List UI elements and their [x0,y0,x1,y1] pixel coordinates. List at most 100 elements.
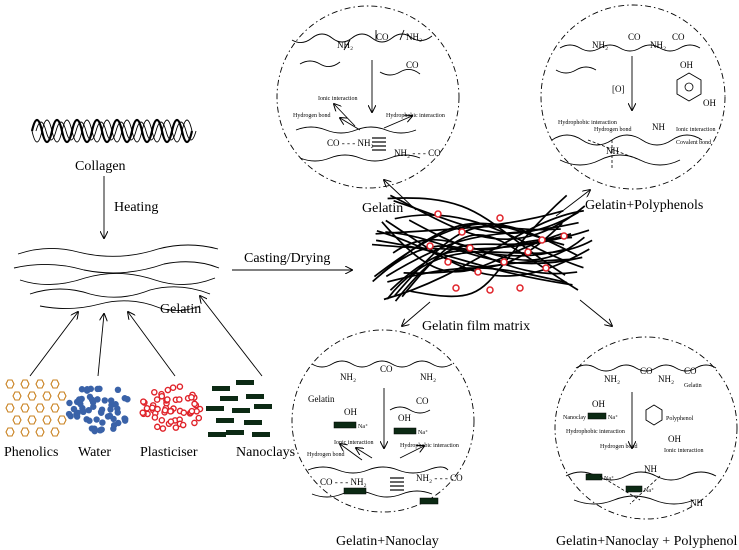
cb-hbond: Hydrogen bond [600,444,638,450]
phenolic-molecule [27,415,37,425]
nc-na-b: Na⁺ [418,429,428,436]
plasticiser-molecule [158,392,166,400]
panel-polyphenols-circle [540,4,726,190]
plasticiser-molecule [172,424,180,431]
water-molecule [114,405,121,412]
matrix-chain [375,210,564,235]
water-molecule [66,399,73,407]
plasticiser-molecule [191,419,198,427]
matrix-particle [452,284,460,292]
water-molecule [93,416,100,423]
phenolic-molecule [12,415,22,425]
nanoclay-platelet [236,380,254,385]
water-molecule [86,393,94,401]
water-molecule [94,396,101,403]
nanoclay-platelet [226,430,244,435]
nanoclays-label: Nanoclays [236,445,295,460]
pp-oh-b: OH [703,98,716,108]
water-molecule [114,386,122,394]
phenolic-molecule [5,427,15,437]
phenolic-molecule [5,403,15,413]
nanoclay-platelet [212,386,230,391]
collagen-triple-helix [30,118,197,144]
phenolic-molecule [50,427,60,437]
nc-oh-b: OH [398,413,411,423]
cb-nh-b: NH [690,498,703,508]
gel-nh2-co: NH₂ - - - CO [394,148,441,158]
heating-label: Heating [114,200,158,215]
nc-ionic: Ionic interaction [334,440,373,446]
nanoclay-platelet [232,408,250,413]
plasticiser-molecule [161,407,169,414]
water-molecule [78,386,86,393]
cb-oh-a: OH [592,399,605,409]
matrix-particle [500,258,508,266]
cb-nh2-b: NH₂ [658,374,674,384]
water-cluster [65,385,131,435]
plasticiser-molecule [195,414,203,422]
matrix-particle [486,286,494,294]
nanoclay-platelet [254,404,272,409]
plasticiser-molecule [159,425,167,432]
arrow-to-combined [579,299,612,326]
matrix-chain [387,197,566,276]
plasticiser-molecule [176,383,184,390]
water-molecule [79,406,86,414]
matrix-particle [524,248,532,256]
phenolics-arrow [29,312,78,377]
gel-nh2-b: NH₂ [406,32,422,42]
pp-phenol-ring [676,72,702,102]
matrix-chain [372,245,578,283]
cb-co-b: CO [684,366,697,376]
matrix-chain [375,239,573,286]
matrix-chain [394,214,584,269]
pp-ionic: Ionic interaction [676,127,715,133]
panel-gelatin: NH₂ CO NH₂ CO Ionic interaction Hydrogen… [276,5,460,189]
nc-co-b: CO [416,396,429,406]
plasticiser-molecule [143,404,151,412]
plasticiser-molecule [149,404,156,412]
water-molecule [121,395,128,402]
phenolic-molecule [35,379,45,389]
cb-gelatin: Gelatin [684,383,702,389]
matrix-particle [426,242,434,250]
plasticiser-molecule [151,414,159,421]
panel-gelatin-circle [276,5,460,189]
pp-co-a: CO [628,32,641,42]
phenolic-molecule [57,391,67,401]
film-matrix-network [371,194,593,302]
phenolic-molecule [57,415,67,425]
gel-hbond: Hydrogen bond [293,113,331,119]
phenolic-molecule [20,427,30,437]
matrix-particle [474,268,482,276]
plasticiser-molecule [176,396,183,403]
phenolic-molecule [42,415,52,425]
water-molecule [107,406,114,413]
panel-nanoclay-circle [291,329,475,513]
pp-hydrophobic: Hydrophobic interaction [558,120,617,126]
plasticiser-molecule [191,400,198,408]
nc-co-nh2: CO - - - NH₂ [320,477,367,487]
nc-co-a: CO [380,364,393,374]
matrix-chain [387,267,567,284]
pp-oxid: [O] [612,84,625,94]
phenolic-molecule [50,379,60,389]
plasticiser-molecule [164,396,171,403]
plasticiser-molecule [153,396,161,403]
nc-nh2-b: NH₂ [420,372,436,382]
pp-co-b: CO [672,32,685,42]
phenolic-molecule [35,427,45,437]
matrix-particle [516,284,524,292]
matrix-chain [392,236,585,261]
panel-combined: NH₂ CO NH₂ CO Gelatin OH Nanoclay Na⁺ Po… [554,336,738,520]
water-molecule [74,409,81,417]
water-molecule [86,417,93,424]
plasticiser-molecule [158,417,166,424]
plasticiser-arrow [128,312,176,377]
water-molecule [65,410,73,418]
water-molecule [107,397,115,404]
caption-gelatin: Gelatin [362,201,403,216]
gel-co-nh2: CO - - - NH₂ [327,138,374,148]
casting-label: Casting/Drying [244,251,330,266]
caption-polyphenols: Gelatin+Polyphenols [585,198,703,213]
